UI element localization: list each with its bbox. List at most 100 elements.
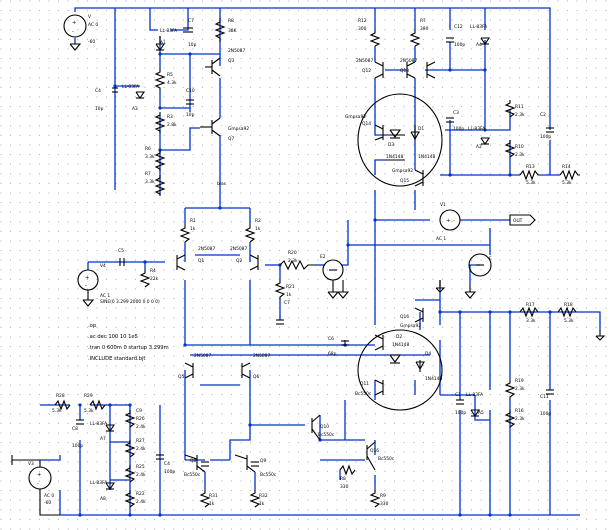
svg-text:5.3k: 5.3k (564, 318, 574, 324)
svg-text:C11: C11 (540, 394, 549, 400)
svg-text:D1: D1 (418, 126, 424, 132)
svg-text:V: V (88, 14, 91, 20)
svg-text:A5: A5 (478, 410, 484, 416)
svg-text:AC 1: AC 1 (436, 236, 446, 242)
voltage-source-negative[interactable]: + - V3 AC 0 -60 (11, 455, 60, 516)
svg-text:R12: R12 (358, 18, 367, 24)
svg-text:V3: V3 (28, 461, 34, 467)
svg-text:5.3k: 5.3k (526, 180, 536, 186)
svg-text:AC 0: AC 0 (88, 22, 98, 28)
svg-text:+: + (85, 275, 89, 281)
svg-text:E2: E2 (320, 254, 326, 260)
svg-text:2.8k: 2.8k (167, 122, 177, 128)
svg-text:Q13: Q13 (400, 68, 409, 74)
svg-text:-60: -60 (88, 39, 95, 45)
svg-text:+: + (37, 472, 41, 478)
svg-text:2.3k: 2.3k (515, 152, 525, 158)
svg-text:.op: .op (88, 323, 97, 329)
svg-text:2.3k: 2.3k (515, 386, 525, 392)
svg-text:R16: R16 (515, 408, 524, 414)
svg-text:bias: bias (217, 181, 227, 187)
svg-text:22k: 22k (150, 276, 159, 282)
svg-text:R32: R32 (259, 493, 268, 499)
svg-text:100p: 100p (454, 42, 465, 48)
svg-text:1N4148: 1N4148 (392, 342, 409, 348)
svg-text:R29: R29 (84, 393, 93, 399)
svg-text:38K: 38K (228, 28, 237, 34)
svg-text:1N4148: 1N4148 (418, 154, 435, 160)
svg-text:R9: R9 (380, 493, 386, 499)
svg-text:AC 1: AC 1 (100, 293, 110, 299)
svg-text:Q7: Q7 (228, 136, 234, 142)
svg-text:2N5087: 2N5087 (194, 353, 211, 359)
svg-text:AC 0: AC 0 (44, 493, 54, 499)
svg-text:R25: R25 (136, 464, 145, 470)
svg-text:R11: R11 (515, 104, 524, 110)
svg-text:+: + (72, 20, 76, 26)
svg-text:R17: R17 (526, 302, 535, 308)
svg-text:330: 330 (380, 501, 389, 507)
svg-text:10p: 10p (186, 112, 195, 118)
svg-text:2N5087: 2N5087 (198, 246, 215, 252)
svg-text:Q16: Q16 (370, 448, 379, 454)
svg-text:C4: C4 (95, 88, 101, 94)
capacitors (76, 27, 554, 467)
svg-text:R7: R7 (145, 171, 151, 177)
svg-text:Bc550c: Bc550c (260, 472, 277, 478)
svg-text:LL-83FA: LL-83FA (122, 84, 139, 90)
svg-text:C8: C8 (72, 426, 78, 432)
svg-text:LL-83FA: LL-83FA (90, 480, 107, 486)
svg-text:LL-83FA: LL-83FA (90, 421, 107, 427)
svg-text:Gmpsa92: Gmpsa92 (345, 114, 366, 120)
svg-text:C12: C12 (454, 24, 463, 30)
svg-text:R26: R26 (136, 416, 145, 422)
svg-text:1k: 1k (259, 501, 265, 507)
svg-text:R10: R10 (515, 144, 524, 150)
svg-text:C2: C2 (540, 112, 546, 118)
svg-text:100p: 100p (540, 411, 551, 417)
svg-text:A1: A1 (160, 40, 166, 46)
svg-text:100p: 100p (72, 443, 83, 449)
svg-text:LL-83FA: LL-83FA (160, 28, 177, 34)
svg-text:Q3: Q3 (228, 58, 234, 64)
svg-text:Bc550c: Bc550c (355, 391, 372, 397)
svg-text:C4: C4 (164, 461, 170, 467)
svg-text:3.3k: 3.3k (145, 179, 155, 185)
output-port[interactable]: OUT (509, 214, 536, 226)
svg-text:2.3k: 2.3k (515, 416, 525, 422)
voltage-source-top[interactable]: + - V AC 0 -60 (63, 14, 98, 51)
svg-text:-: - (72, 29, 74, 35)
svg-text:R21: R21 (286, 284, 295, 290)
svg-text:R7: R7 (420, 18, 426, 24)
svg-text:D2: D2 (396, 334, 402, 340)
svg-text:R2: R2 (255, 218, 261, 224)
voltage-source-output[interactable]: + - V1 AC 1 (436, 202, 461, 242)
svg-text:2N5087: 2N5087 (230, 246, 247, 252)
svg-text:Q8: Q8 (190, 458, 196, 464)
voltage-source-input[interactable]: + - V4 AC 1 SINE(0 3.299 2000 0 0 0 0) (77, 263, 160, 307)
svg-text:Bc550c: Bc550c (184, 472, 201, 478)
svg-text:Q1: Q1 (198, 258, 204, 264)
svg-text:R19: R19 (515, 378, 524, 384)
svg-text:R18: R18 (564, 302, 573, 308)
svg-text:1N4148: 1N4148 (425, 376, 442, 382)
svg-text:Q9: Q9 (260, 458, 266, 464)
svg-text:100p: 100p (455, 410, 466, 416)
svg-text:-: - (453, 218, 455, 224)
svg-text:R22: R22 (136, 491, 145, 497)
resistors (54, 18, 580, 508)
svg-text:Bc550c: Bc550c (378, 456, 395, 462)
svg-text:1k: 1k (190, 226, 196, 232)
voltage-source-feedback[interactable]: E2 (320, 254, 350, 299)
svg-text:2N5087: 2N5087 (356, 58, 373, 64)
svg-text:V4: V4 (100, 263, 106, 269)
svg-text:2N5087: 2N5087 (228, 48, 245, 54)
svg-text:R28: R28 (56, 393, 65, 399)
svg-text:C1: C1 (455, 392, 461, 398)
voltage-source-e[interactable]: E (464, 253, 492, 299)
svg-text:Q2: Q2 (236, 258, 242, 264)
svg-text:R1: R1 (190, 218, 196, 224)
svg-text:C10: C10 (186, 88, 195, 94)
